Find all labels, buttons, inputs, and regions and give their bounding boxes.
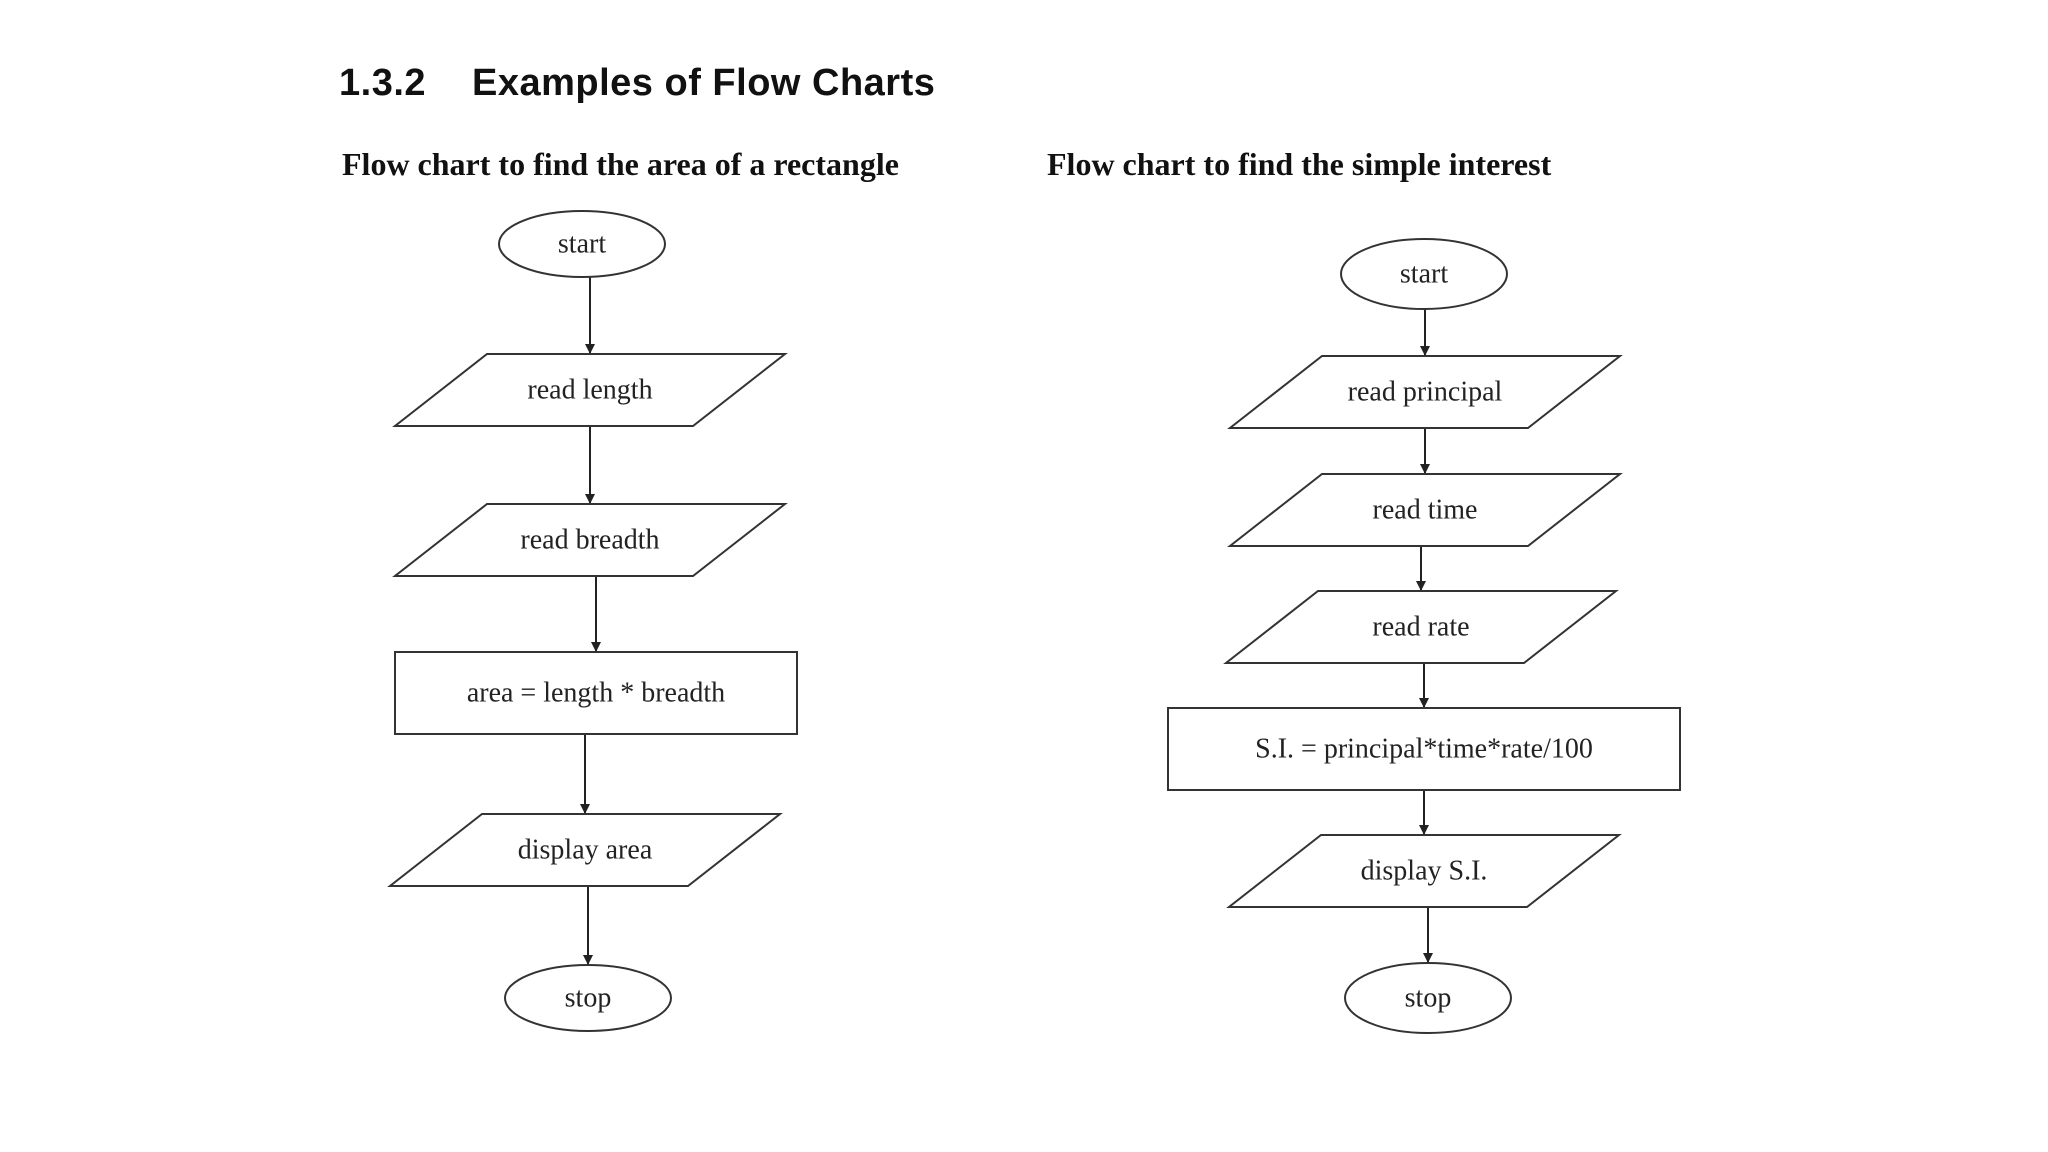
node-label: read time: [1373, 495, 1478, 526]
terminator-shape: [1340, 238, 1508, 310]
node-read-time: read time: [1227, 473, 1623, 547]
section-heading: 1.3.2 Examples of Flow Charts: [339, 62, 935, 105]
node-label: display S.I.: [1361, 856, 1488, 887]
node-read-principal: read principal: [1227, 355, 1623, 429]
node-start: start: [1340, 238, 1508, 310]
node-read-breadth: read breadth: [392, 503, 788, 577]
flowchart-rectangle-area: start read length read breadth area = lengt…: [387, 210, 798, 1032]
node-stop: stop: [504, 964, 672, 1032]
process-shape: [394, 651, 798, 735]
node-display-si: display S.I.: [1226, 834, 1622, 908]
node-display-area: display area: [387, 813, 783, 887]
node-label: area = length * breadth: [467, 678, 725, 709]
node-compute-area: area = length * breadth: [394, 651, 798, 735]
section-title: Examples of Flow Charts: [472, 62, 936, 104]
node-label: stop: [1405, 983, 1452, 1014]
input-output-shape: [1223, 590, 1619, 664]
node-read-rate: read rate: [1223, 590, 1619, 664]
node-label: S.I. = principal*time*rate/100: [1255, 734, 1593, 765]
input-output-shape: [1226, 834, 1622, 908]
node-label: read principal: [1348, 377, 1503, 408]
input-output-shape: [1227, 473, 1623, 547]
node-read-length: read length: [392, 353, 788, 427]
flowchart-simple-interest: start read principal read time read rateS.I…: [1167, 238, 1681, 1034]
node-stop: stop: [1344, 962, 1512, 1034]
node-compute-si: S.I. = principal*time*rate/100: [1167, 707, 1681, 791]
node-label: read breadth: [520, 525, 659, 556]
node-label: start: [558, 229, 606, 260]
flowchart-title-rectangle-area: Flow chart to find the area of a rectang…: [342, 146, 899, 182]
flowchart-title-simple-interest: Flow chart to find the simple interest: [1047, 146, 1552, 182]
input-output-shape: [387, 813, 783, 887]
process-shape: [1167, 707, 1681, 791]
node-label: display area: [518, 835, 653, 866]
node-label: stop: [565, 983, 612, 1014]
terminator-shape: [1344, 962, 1512, 1034]
input-output-shape: [1227, 355, 1623, 429]
node-start: start: [498, 210, 666, 278]
node-label: read rate: [1372, 612, 1469, 643]
node-label: start: [1400, 259, 1448, 290]
input-output-shape: [392, 503, 788, 577]
section-number: 1.3.2: [339, 62, 427, 104]
terminator-shape: [498, 210, 666, 278]
terminator-shape: [504, 964, 672, 1032]
input-output-shape: [392, 353, 788, 427]
node-label: read length: [527, 375, 652, 406]
